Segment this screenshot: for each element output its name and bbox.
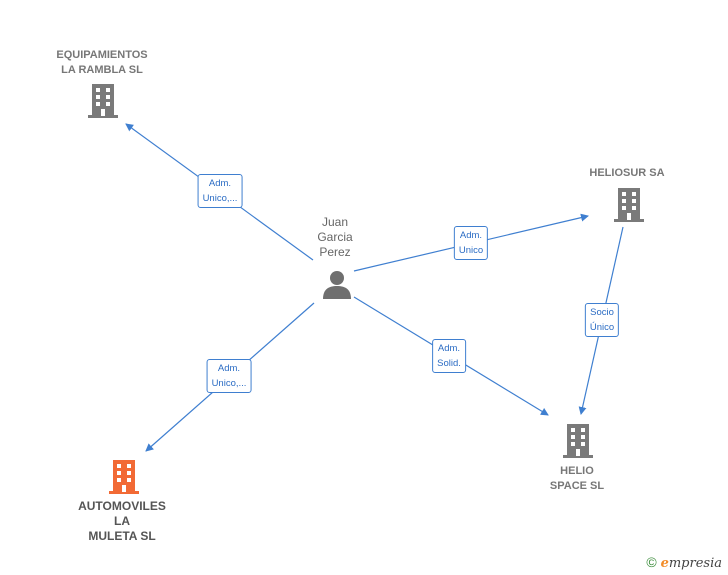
copyright-icon: © bbox=[646, 554, 657, 570]
edge-label-socio-unico[interactable]: Socio Único bbox=[584, 303, 620, 337]
building-icon[interactable] bbox=[88, 84, 118, 118]
edge-label-helio-space[interactable]: Adm. Solid. bbox=[432, 339, 466, 373]
company-automoviles-label[interactable]: AUTOMOVILES LA MULETA SL bbox=[78, 499, 166, 543]
company-helio-space-label[interactable]: HELIO SPACE SL bbox=[549, 465, 605, 492]
person-icon[interactable] bbox=[321, 270, 353, 300]
edge-label-automoviles[interactable]: Adm. Unico,... bbox=[206, 359, 252, 393]
company-equipamientos-label[interactable]: EQUIPAMIENTOS LA RAMBLA SL bbox=[56, 49, 148, 76]
building-icon[interactable] bbox=[614, 188, 644, 222]
person-name[interactable]: Juan Garcia Perez bbox=[317, 215, 353, 259]
building-icon[interactable] bbox=[563, 424, 593, 458]
edge-label-equipamientos[interactable]: Adm. Unico,... bbox=[197, 174, 243, 208]
company-heliosur-label[interactable]: HELIOSUR SA bbox=[589, 167, 665, 179]
footer-brand: © empresia bbox=[646, 554, 722, 571]
focus-building-icon[interactable] bbox=[109, 460, 139, 494]
edge-label-heliosur[interactable]: Adm. Unico bbox=[453, 226, 489, 260]
empresia-logo[interactable]: empresia bbox=[660, 556, 722, 571]
